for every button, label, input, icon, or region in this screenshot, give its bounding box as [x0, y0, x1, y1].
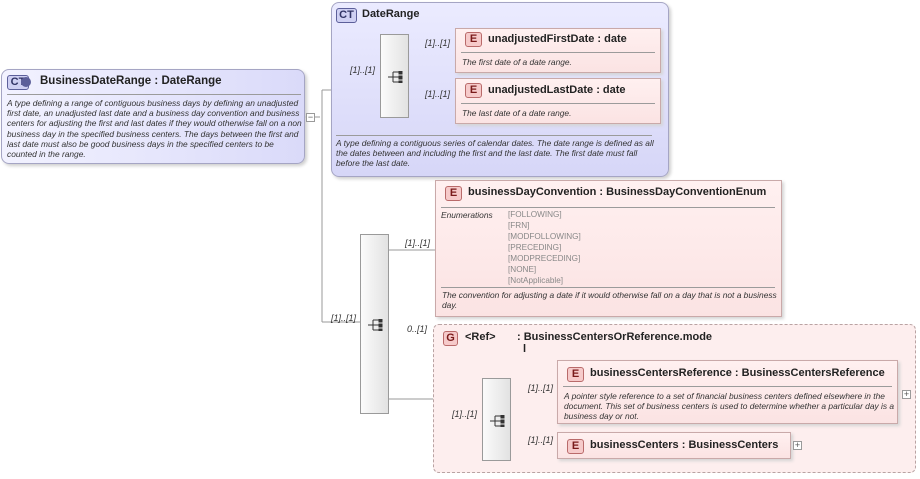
collapse-minus-icon[interactable]: −	[306, 112, 315, 122]
divider	[336, 135, 652, 136]
element-description: A pointer style reference to a set of fi…	[564, 391, 895, 422]
element-icon: E	[567, 439, 584, 454]
element-title: businessCenters : BusinessCenters	[590, 439, 779, 451]
element-title: businessCentersReference : BusinessCente…	[590, 367, 885, 379]
group-cardinality: 0..[1]	[407, 324, 428, 334]
root-title: BusinessDateRange : DateRange	[40, 75, 222, 87]
element-name: unadjustedFirstDate	[488, 33, 595, 45]
element-type: date	[602, 84, 626, 96]
group-title: : BusinessCentersOrReference.mode	[517, 331, 713, 343]
sequence-compositor-icon	[368, 319, 383, 331]
main-sequence-box[interactable]	[360, 234, 389, 414]
group-name: BusinessCentersOrReference.mode	[523, 331, 713, 343]
element-cardinality: [1]..[1]	[528, 435, 554, 445]
divider	[441, 287, 775, 288]
element-cardinality: [1]..[1]	[405, 238, 431, 248]
expand-plus-icon[interactable]: +	[793, 440, 802, 450]
element-description: The last date of a date range.	[462, 108, 572, 118]
element-unadjustedLastDate[interactable]: E unadjustedLastDate : date The last dat…	[455, 78, 661, 124]
enum-value: [MODFOLLOWING]	[508, 232, 581, 241]
element-name: businessCentersReference	[590, 367, 732, 379]
element-businessDayConvention[interactable]: E businessDayConvention : BusinessDayCon…	[435, 180, 782, 317]
root-type: DateRange	[161, 75, 222, 87]
element-description: The convention for adjusting a date if i…	[442, 290, 777, 311]
element-businessCentersReference[interactable]: E businessCentersReference : BusinessCen…	[557, 360, 898, 424]
divider	[461, 52, 655, 53]
element-icon: E	[465, 83, 482, 98]
divider	[441, 207, 775, 208]
element-type: BusinessCentersReference	[741, 367, 885, 379]
enum-value: [NotApplicable]	[508, 276, 564, 285]
element-title: unadjustedFirstDate : date	[488, 33, 627, 45]
expand-plus-icon[interactable]: +	[902, 389, 911, 399]
element-name: businessDayConvention	[468, 186, 597, 198]
main-sequence-cardinality: [1]..[1]	[331, 313, 357, 323]
element-type: BusinessDayConventionEnum	[606, 186, 767, 198]
element-title: unadjustedLastDate : date	[488, 84, 626, 96]
element-cardinality: [1]..[1]	[425, 38, 451, 48]
base-sequence-cardinality: [1]..[1]	[350, 65, 376, 75]
group-sequence-box[interactable]	[482, 378, 511, 461]
group-title-tail: l	[523, 343, 527, 355]
base-title: DateRange	[362, 8, 420, 20]
sequence-compositor-icon	[490, 415, 505, 427]
element-cardinality: [1]..[1]	[528, 383, 554, 393]
element-icon: E	[445, 186, 462, 201]
element-icon: E	[567, 367, 584, 382]
sequence-compositor-icon	[388, 71, 403, 83]
element-type: BusinessCenters	[688, 439, 779, 451]
enum-value: [PRECEDING]	[508, 243, 562, 252]
choice-cardinality: [1]..[1]	[452, 409, 478, 419]
root-name: BusinessDateRange	[40, 75, 152, 87]
enum-value: [FOLLOWING]	[508, 210, 562, 219]
divider	[461, 103, 655, 104]
extension-icon	[21, 77, 31, 87]
complex-type-icon: CT	[336, 8, 357, 23]
element-businessCenters[interactable]: E businessCenters : BusinessCenters	[557, 432, 791, 459]
base-description: A type defining a contiguous series of c…	[336, 138, 654, 169]
root-complex-type-box[interactable]: CT BusinessDateRange : DateRange A type …	[1, 69, 305, 164]
group-icon: G	[443, 331, 458, 346]
element-type: date	[604, 33, 627, 45]
element-cardinality: [1]..[1]	[425, 89, 451, 99]
enumerations-label: Enumerations	[441, 210, 493, 220]
base-sequence-box[interactable]	[380, 34, 409, 118]
element-icon: E	[465, 32, 482, 47]
root-description: A type defining a range of contiguous bu…	[7, 98, 302, 160]
element-name: businessCenters	[590, 439, 679, 451]
enum-value: [FRN]	[508, 221, 530, 230]
enum-value: [MODPRECEDING]	[508, 254, 581, 263]
group-ref-label: <Ref>	[465, 331, 496, 343]
element-name: unadjustedLastDate	[488, 84, 594, 96]
element-title: businessDayConvention : BusinessDayConve…	[468, 186, 767, 198]
divider	[563, 386, 892, 387]
element-description: The first date of a date range.	[462, 57, 572, 67]
enum-value: [NONE]	[508, 265, 537, 274]
divider	[7, 94, 301, 95]
element-unadjustedFirstDate[interactable]: E unadjustedFirstDate : date The first d…	[455, 28, 661, 73]
